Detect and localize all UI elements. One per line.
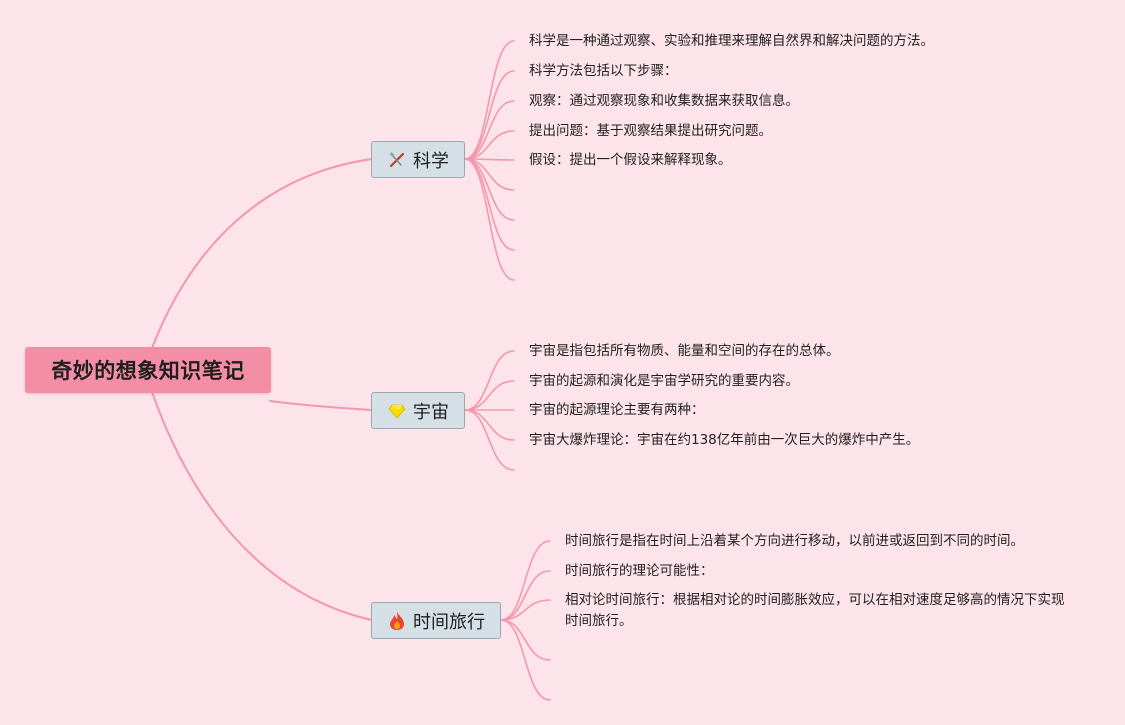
topic-science-3[interactable]: 观察：通过观察现象和收集数据来获取信息。 [529, 93, 799, 109]
topic-time-travel-3[interactable]: 相对论时间旅行：根据相对论的时间膨胀效应，可以在相对速度足够高的情况下实现时间旅… [565, 592, 1065, 629]
branch-label: 科学 [413, 150, 449, 172]
branch-label: 宇宙 [413, 401, 449, 423]
branch-universe[interactable]: 宇宙 [371, 392, 465, 429]
tools-icon [387, 150, 407, 170]
topic-universe-1[interactable]: 宇宙是指包括所有物质、能量和空间的存在的总体。 [529, 343, 840, 359]
branch-label: 时间旅行 [413, 611, 485, 633]
topic-science-1[interactable]: 科学是一种通过观察、实验和推理来理解自然界和解决问题的方法。 [529, 33, 934, 49]
root-topic[interactable]: 奇妙的想象知识笔记 [25, 347, 271, 393]
topic-science-4[interactable]: 提出问题：基于观察结果提出研究问题。 [529, 123, 772, 139]
connector-root-universe [269, 400, 373, 411]
gem-icon [387, 401, 407, 421]
topic-time-travel-2[interactable]: 时间旅行的理论可能性： [565, 563, 714, 579]
branch-science[interactable]: 科学 [371, 141, 465, 178]
topic-universe-4[interactable]: 宇宙大爆炸理论：宇宙在约138亿年前由一次巨大的爆炸中产生。 [529, 432, 920, 448]
topic-science-2[interactable]: 科学方法包括以下步骤： [529, 63, 678, 79]
topic-universe-2[interactable]: 宇宙的起源和演化是宇宙学研究的重要内容。 [529, 373, 799, 389]
fire-icon [387, 611, 407, 631]
connector-root-science [151, 158, 373, 349]
connector-root-time-travel [151, 391, 373, 621]
topic-universe-3[interactable]: 宇宙的起源理论主要有两种： [529, 402, 705, 418]
topic-time-travel-1[interactable]: 时间旅行是指在时间上沿着某个方向进行移动，以前进或返回到不同的时间。 [565, 533, 1024, 549]
topic-science-5[interactable]: 假设：提出一个假设来解释现象。 [529, 152, 732, 168]
branch-time-travel[interactable]: 时间旅行 [371, 602, 501, 639]
